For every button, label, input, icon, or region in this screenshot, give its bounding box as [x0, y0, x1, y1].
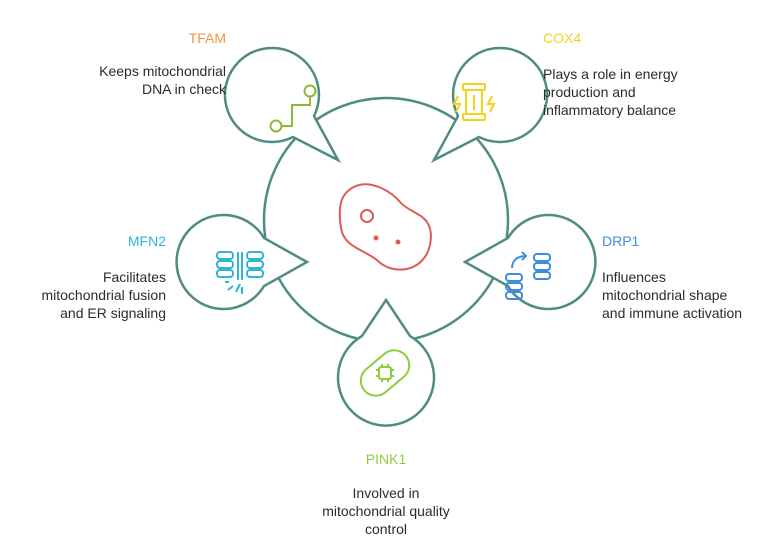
drp1-desc-line: Influences [602, 269, 666, 285]
mfn2-description: Facilitates mitochondrial fusion and ER … [41, 268, 166, 322]
tfam-description: Keeps mitochondrial DNA in check [99, 62, 226, 98]
mfn2-label: MFN2 [127, 233, 166, 249]
mitochondrion-bug-icon [359, 349, 411, 397]
mfn2-desc-line: Facilitates [102, 269, 166, 285]
drp1-node [462, 213, 597, 311]
cox4-label: COX4 [543, 30, 582, 46]
tfam-desc-line: Keeps mitochondrial [99, 63, 226, 79]
drp1-desc-line: mitochondrial shape [602, 287, 728, 303]
mfn2-desc-line: mitochondrial fusion [41, 287, 166, 303]
drp1-desc-line: and immune activation [602, 305, 743, 321]
tfam-node [223, 46, 342, 163]
drp1-label: DRP1 [602, 233, 640, 249]
energy-battery-icon [452, 83, 496, 121]
pink1-badge [336, 297, 436, 427]
cox4-desc-line: Plays a role in energy [543, 66, 678, 82]
cox4-description: Plays a role in energy production and in… [543, 65, 678, 119]
pink1-desc-line: control [364, 521, 408, 537]
pink1-desc-line: mitochondrial quality [322, 503, 450, 519]
pink1-description: Involved in mitochondrial quality contro… [286, 484, 486, 538]
cox4-desc-line: inflammatory balance [543, 102, 677, 118]
tfam-badge [223, 46, 342, 163]
tfam-desc-line: DNA in check [141, 81, 226, 97]
pink1-label: PINK1 [365, 451, 407, 467]
pink1-desc-line: Involved in [352, 485, 420, 501]
cell-icon [338, 183, 432, 271]
cox4-desc-line: production and [543, 84, 636, 100]
server-stack-transfer-icon [505, 251, 551, 300]
tfam-label: TFAM [188, 30, 226, 46]
pink1-node [336, 297, 436, 427]
cox4-node [430, 46, 549, 163]
drp1-description: Influences mitochondrial shape and immun… [602, 268, 742, 322]
circuit-connector-icon [269, 84, 317, 133]
mfn2-node [175, 213, 310, 311]
mfn2-desc-line: and ER signaling [60, 305, 166, 321]
drp1-badge [462, 213, 597, 311]
fusion-stacks-icon [216, 251, 264, 294]
